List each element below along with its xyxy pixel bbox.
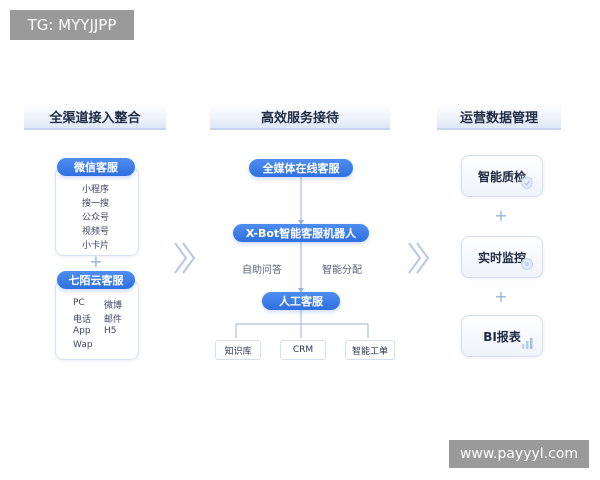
smart-dispatch-label: 智能分配 (322, 265, 362, 276)
quality-inspection-label: 智能质检 (477, 169, 526, 184)
qimo-service-pill: 七陌云客服 (57, 271, 135, 289)
channel-item: PC (73, 298, 85, 308)
plus-icon: + (494, 206, 508, 225)
knowledge-base-box: 知识库 (215, 340, 261, 360)
bi-report-label: BI报表 (483, 329, 521, 344)
chevron-right-icon (174, 242, 196, 274)
channel-item: 小卡片 (82, 241, 110, 251)
channel-item: H5 (104, 326, 117, 336)
plus-icon: + (494, 287, 508, 306)
channel-item: App (73, 326, 91, 336)
bi-report-card: BI报表 (461, 315, 543, 357)
realtime-monitor-card: 实时监控 (461, 236, 543, 278)
human-agent-pill: 人工客服 (262, 292, 340, 310)
wechat-service-pill: 微信客服 (57, 158, 135, 176)
channel-item: 搜一搜 (82, 199, 110, 209)
section-title-service: 高效服务接待 (210, 104, 390, 130)
chevron-right-icon (408, 242, 430, 274)
channel-item: 小程序 (82, 185, 110, 195)
wechat-channel-card (55, 167, 139, 256)
monitor-icon (521, 258, 533, 270)
channel-item: Wap (73, 340, 93, 350)
channel-item: 公众号 (82, 213, 110, 223)
channel-item: 电话 (73, 315, 92, 325)
self-service-qa-label: 自助问答 (242, 265, 282, 276)
shield-check-icon (521, 176, 533, 190)
channel-item: 视频号 (82, 227, 110, 237)
crm-box: CRM (280, 340, 326, 360)
smart-ticket-box: 智能工单 (345, 340, 395, 360)
section-title-operations: 运营数据管理 (437, 104, 561, 130)
channel-item: 微博 (104, 301, 123, 311)
watermark-top: TG: MYYJJPP (10, 10, 134, 40)
realtime-monitor-label: 实时监控 (477, 250, 526, 265)
bar-chart-icon (522, 338, 533, 349)
qimo-channel-card (55, 280, 139, 360)
quality-inspection-card: 智能质检 (461, 155, 543, 197)
plus-icon: + (89, 252, 103, 271)
xbot-robot-pill: X-Bot智能客服机器人 (233, 224, 369, 242)
watermark-bottom: www.payyyl.com (449, 440, 589, 468)
channel-item: 邮件 (104, 315, 123, 325)
omni-channel-service-pill: 全媒体在线客服 (249, 159, 353, 177)
section-title-channels: 全渠道接入整合 (24, 104, 166, 130)
